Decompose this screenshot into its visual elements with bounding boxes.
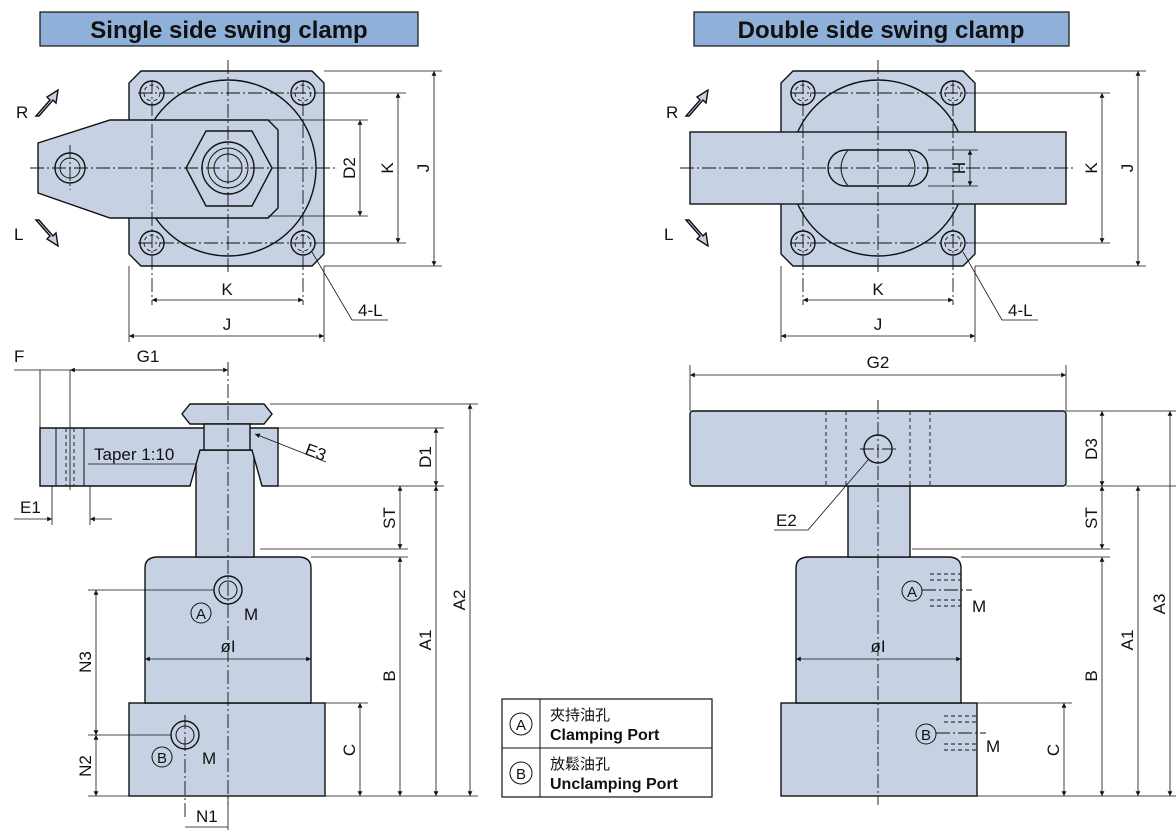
rotate-l-arrow-double xyxy=(684,219,709,248)
label-e1: E1 xyxy=(20,498,41,517)
label-r-single: R xyxy=(16,103,28,122)
legend-b-symbol: B xyxy=(516,766,526,783)
double-side-view: A M B M G2 D3 ST B C A1 A3 øI E2 xyxy=(689,353,1176,805)
port-b-single: B xyxy=(157,750,167,767)
port-legend: A B 夾持油孔 Clamping Port 放鬆油孔 Unclamping P… xyxy=(501,698,713,798)
label-d1: D1 xyxy=(416,446,435,468)
label-j-double-h: J xyxy=(874,315,883,334)
label-4l-single: 4-L xyxy=(358,301,383,320)
label-m-double-b: M xyxy=(986,737,1000,756)
label-e2: E2 xyxy=(776,511,797,530)
label-f: F xyxy=(14,347,24,366)
label-k-single-h: K xyxy=(221,280,233,299)
legend-a-symbol: A xyxy=(516,717,526,734)
legend-a-cn: 夾持油孔 xyxy=(550,707,610,724)
label-g2: G2 xyxy=(867,353,890,372)
label-k-double-h: K xyxy=(872,280,884,299)
rotate-r-arrow-double xyxy=(684,88,709,117)
label-bore-single: øI xyxy=(220,637,235,656)
legend-b-en: Unclamping Port xyxy=(550,776,679,793)
label-j-single-h: J xyxy=(223,315,232,334)
label-n1: N1 xyxy=(196,807,218,826)
label-k-single-v: K xyxy=(378,162,397,174)
title-double: Double side swing clamp xyxy=(693,11,1070,47)
label-taper: Taper 1:10 xyxy=(94,445,174,464)
label-m-single-b: M xyxy=(202,749,216,768)
legend-b-cn: 放鬆油孔 xyxy=(550,756,610,773)
single-side-view: G1 F E1 Taper 1:10 E3 D1 ST B A1 A2 C øI xyxy=(14,347,478,830)
double-top-view: R L H K J K J 4-L xyxy=(664,60,1146,342)
label-b-single: B xyxy=(380,670,399,681)
label-bore-double: øI xyxy=(870,637,885,656)
port-a-double: A xyxy=(907,584,917,601)
single-top-view: R L D2 K J K J 4-L xyxy=(14,60,442,342)
label-a2: A2 xyxy=(450,590,469,611)
label-k-double-v: K xyxy=(1082,162,1101,174)
legend-a-en: Clamping Port xyxy=(550,727,660,744)
label-a1-single: A1 xyxy=(416,630,435,651)
rotate-l-arrow xyxy=(34,219,59,248)
label-a1-double: A1 xyxy=(1118,630,1137,651)
label-c-single: C xyxy=(340,744,359,756)
label-b-double: B xyxy=(1082,670,1101,681)
label-d3: D3 xyxy=(1082,438,1101,460)
label-l-double: L xyxy=(664,225,673,244)
label-n2: N2 xyxy=(76,755,95,777)
port-a-single: A xyxy=(196,606,206,623)
label-a3: A3 xyxy=(1150,594,1169,615)
label-g1: G1 xyxy=(137,347,160,366)
label-n3: N3 xyxy=(76,651,95,673)
label-l-single: L xyxy=(14,225,23,244)
title-double-text: Double side swing clamp xyxy=(738,17,1025,44)
port-b-double: B xyxy=(921,727,931,744)
label-j-double-v: J xyxy=(1118,164,1137,173)
label-m-double-a: M xyxy=(972,597,986,616)
rotate-r-arrow xyxy=(34,88,59,117)
label-st-double: ST xyxy=(1082,507,1101,529)
label-m-single-a: M xyxy=(244,605,258,624)
label-4l-double: 4-L xyxy=(1008,301,1033,320)
label-st-single: ST xyxy=(380,507,399,529)
title-single-text: Single side swing clamp xyxy=(90,17,367,44)
label-h: H xyxy=(950,162,969,174)
label-r-double: R xyxy=(666,103,678,122)
label-j-single-v: J xyxy=(414,164,433,173)
label-d2: D2 xyxy=(340,157,359,179)
title-single: Single side swing clamp xyxy=(39,11,419,47)
label-c-double: C xyxy=(1044,744,1063,756)
